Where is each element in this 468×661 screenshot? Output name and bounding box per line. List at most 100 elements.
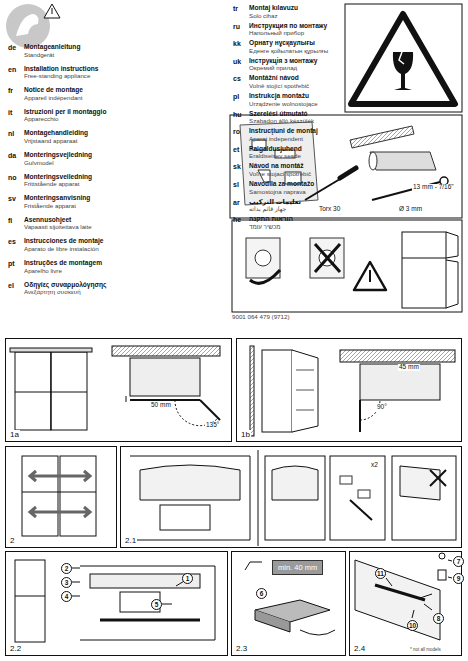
language-code: pt: [8, 260, 15, 267]
language-code: et: [233, 146, 239, 153]
language-title: Szerelési útmutató: [249, 111, 308, 118]
language-subtitle: מכשיר עומד: [249, 224, 280, 231]
language-title: Asennusohjeet: [24, 217, 71, 224]
language-title: Montageanleitung: [24, 44, 80, 51]
document-number: 9001 064 479 (9712): [232, 314, 289, 321]
language-code: fr: [8, 87, 13, 94]
language-title: Paigaldusjuhend: [249, 146, 302, 153]
language-subtitle: Aparato de libre instalación: [24, 246, 99, 253]
language-code: kk: [233, 40, 241, 47]
language-title: Орнату нұсқаулығы: [249, 40, 315, 47]
language-title: Instrucţiuni de montaj: [249, 128, 318, 135]
language-subtitle: Appareil indépendant: [24, 95, 83, 102]
figure-panel: 2.1: [120, 446, 462, 548]
figure-2-1: [130, 450, 456, 546]
figure-number: 2: [9, 536, 15, 545]
parts-box: [230, 115, 462, 218]
language-subtitle: جهاز قائم بذاته: [249, 206, 286, 213]
language-code: fi: [8, 217, 12, 224]
language-subtitle: Solo cihaz: [249, 13, 278, 20]
language-subtitle: Standgerät: [24, 52, 54, 59]
language-code: hu: [233, 111, 242, 118]
dimension-text: min. 40 mm: [273, 561, 322, 574]
figure-2-4: [355, 553, 452, 640]
language-code: el: [8, 282, 14, 289]
language-subtitle: Samostojna naprava: [249, 189, 306, 196]
language-title: Monteringsvejledning: [24, 152, 92, 159]
callout-number: 7: [453, 556, 464, 567]
language-title: Montážní návod: [249, 75, 299, 82]
language-subtitle: Ανεξάρτητη συσκευή: [24, 289, 81, 296]
language-title: Navodila za montažo: [249, 181, 314, 188]
language-code: he: [233, 216, 241, 223]
figure-1a: [10, 346, 220, 430]
figure-panel: 1a: [5, 338, 232, 442]
language-code: sv: [8, 195, 16, 202]
language-code: es: [8, 238, 16, 245]
language-subtitle: Eraldiseisev seade: [249, 153, 301, 160]
callout-number: 5: [151, 599, 162, 610]
fragile-sign: [345, 4, 462, 112]
language-title: Instrucciones de montaje: [24, 238, 104, 245]
figure-number: 2.3: [235, 644, 248, 653]
language-code: en: [8, 66, 16, 73]
language-subtitle: Apparecchio: [24, 116, 58, 123]
language-subtitle: Vapaasti sijoitettava laite: [24, 224, 92, 231]
figure-panel: 2: [5, 446, 117, 548]
electrical-warning: [232, 220, 462, 312]
figure-2-2: [15, 560, 215, 642]
language-subtitle: Urządzenie wolnostojące: [249, 101, 318, 108]
language-code: sk: [233, 163, 241, 170]
language-subtitle: Voľne stojaci spotrebič: [249, 171, 311, 178]
callout-number: 2: [61, 563, 72, 574]
language-title: Monteringsanvisning: [24, 195, 90, 202]
language-code: ro: [233, 128, 240, 135]
language-subtitle: Aparelho livre: [24, 268, 62, 275]
language-code: cs: [233, 75, 241, 82]
language-code: ar: [233, 199, 240, 206]
language-code: uk: [233, 58, 241, 65]
language-code: de: [8, 44, 16, 51]
figure-number: 2.2: [9, 644, 22, 653]
language-code: tr: [233, 5, 238, 12]
language-title: Instruções de montagem: [24, 260, 102, 267]
figure-panel: 2.2: [5, 551, 228, 656]
language-code: it: [8, 109, 12, 116]
dimension: 50 mm: [150, 402, 172, 409]
language-subtitle: Szabadon álló készülék: [249, 118, 314, 125]
drill-size: Ø 3 mm: [398, 206, 423, 213]
callout-number: 10: [407, 620, 418, 631]
language-subtitle: Fristående apparat: [24, 203, 76, 210]
language-title: Monteringsveiledning: [24, 174, 92, 181]
language-subtitle: Напольный прибор: [249, 30, 304, 37]
footnote: * not all models: [410, 648, 441, 653]
language-title: Инструкция по монтажу: [249, 23, 327, 30]
language-subtitle: Еденге қойылатын құрылғы: [249, 48, 328, 55]
language-code: pl: [233, 93, 239, 100]
language-title: Інструкція з монтажу: [249, 58, 317, 65]
clearance-box: min. 40 mm: [272, 560, 323, 575]
language-title: Montaj kılavuzu: [249, 5, 298, 12]
logo: [6, 4, 60, 48]
callout-number: 6: [256, 588, 267, 599]
figure-panel: 2.3 min. 40 mm: [231, 551, 346, 656]
callout-number: 11: [375, 568, 386, 579]
angle: 135°: [205, 422, 220, 429]
callout-number: 8: [433, 613, 444, 624]
figure-number: 2.4: [353, 644, 366, 653]
language-title: Installation instructions: [24, 66, 98, 73]
callout-number: 9: [453, 573, 464, 584]
callout-number: 4: [61, 591, 72, 602]
language-title: Montagehandleiding: [24, 130, 88, 137]
language-title: Návod na montáž: [249, 163, 304, 170]
language-subtitle: Aparat independent: [249, 136, 303, 143]
language-code: no: [8, 174, 17, 181]
wrench-size: 13 mm - 7/16": [412, 184, 455, 191]
figure-panel: 2.4: [349, 551, 462, 656]
language-subtitle: Frittstående apparat: [24, 181, 79, 188]
language-code: da: [8, 152, 16, 159]
dimension: 45 mm: [398, 364, 420, 371]
language-title: Οδηγίες συναρμολόγησης: [24, 282, 107, 289]
language-code: nl: [8, 130, 14, 137]
language-title: הוראות התקנה: [249, 216, 293, 223]
